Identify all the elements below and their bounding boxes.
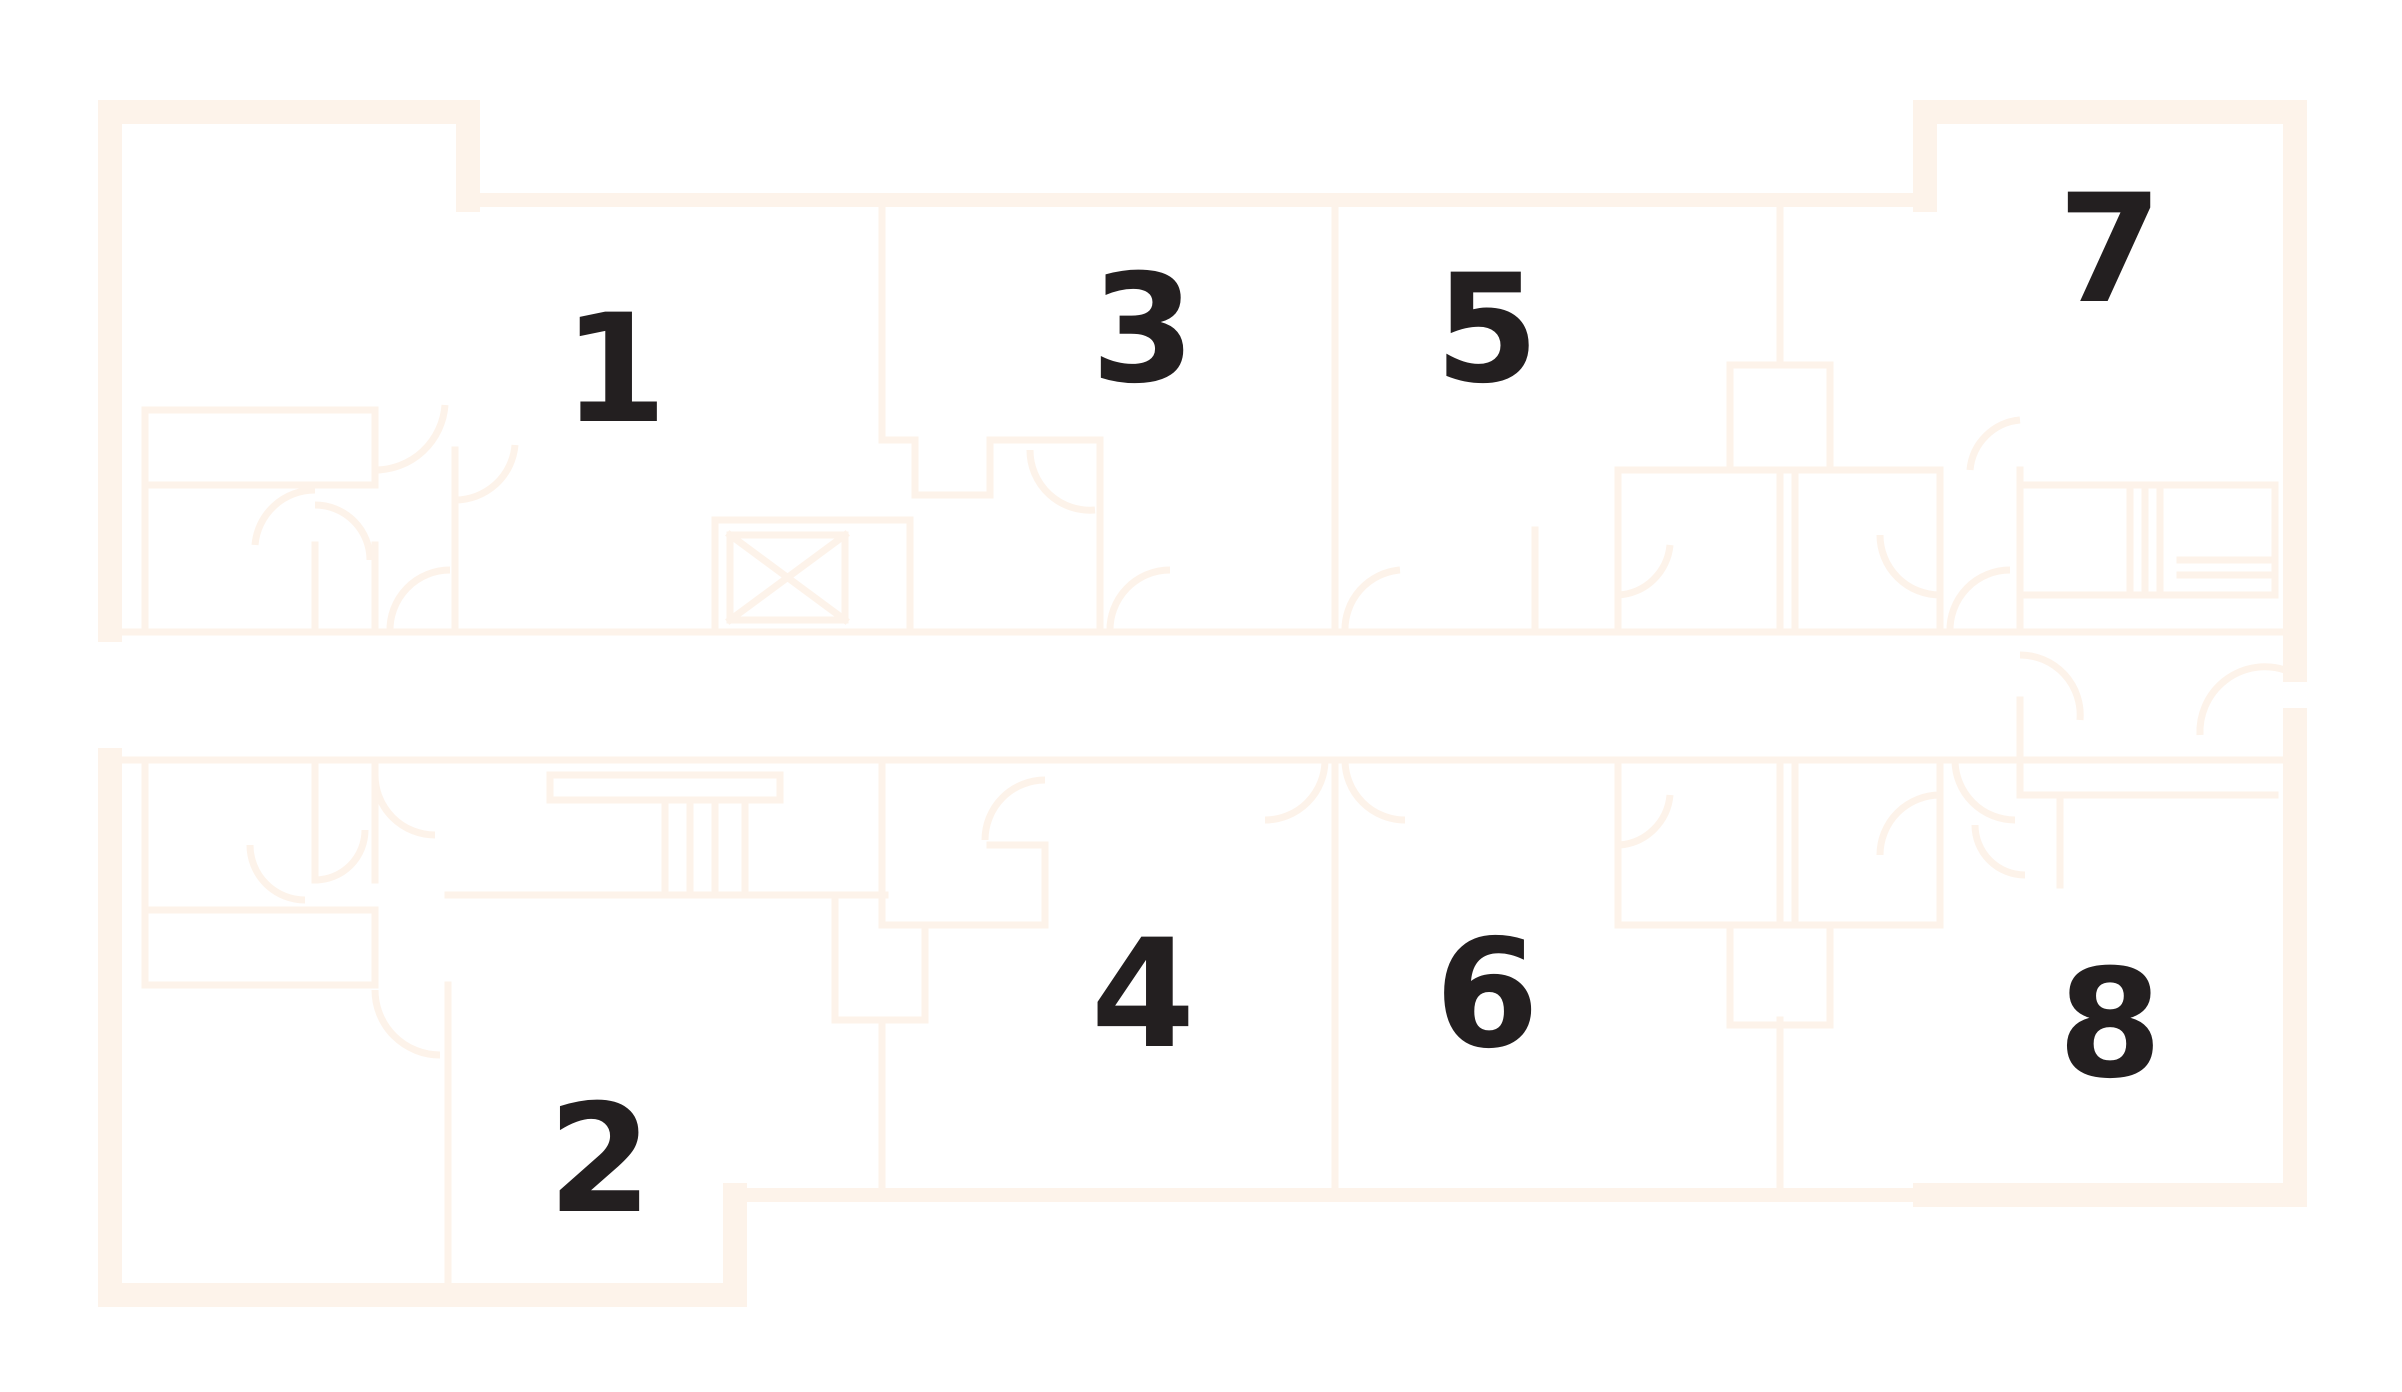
exterior-walls (98, 100, 2307, 1307)
door-6a (1341, 759, 1406, 824)
room-label-8: 8 (2058, 938, 2162, 1112)
door-4a (981, 776, 1046, 841)
bath-5-top (1726, 361, 1834, 474)
bath-4 (878, 756, 1049, 929)
bath-2-a (141, 756, 379, 989)
door-6b (1619, 794, 1674, 849)
elevator-shaft (711, 516, 914, 636)
bath-6-right (1791, 756, 1944, 929)
door-2d (371, 989, 441, 1059)
exterior-wall-sw (98, 748, 747, 1307)
room-label-6: 6 (1435, 908, 1539, 1082)
door-7a (1946, 566, 2011, 633)
room-label-1: 1 (563, 283, 667, 457)
door-2b (246, 844, 306, 904)
room-label-2: 2 (548, 1073, 652, 1247)
interior-walls (118, 201, 2284, 1289)
door-1b (454, 444, 519, 504)
door-3a (1026, 449, 1096, 514)
bath-5-left (1614, 466, 1784, 636)
bath-6-left (1614, 756, 1784, 929)
door-8a (1951, 759, 2016, 824)
doors (246, 404, 2287, 1059)
elevator-cross-b (725, 530, 850, 625)
room-label-7: 7 (2058, 163, 2162, 337)
exterior-wall-se (1913, 708, 2307, 1207)
door-5a (1341, 566, 1401, 633)
door-3b (1106, 566, 1171, 633)
door-4b (1264, 759, 1329, 824)
door-1c (251, 486, 316, 546)
stair-lower (546, 771, 784, 804)
exterior-wall-nw (98, 100, 480, 642)
door-7d (2196, 663, 2287, 736)
bath-4-b (831, 891, 929, 1024)
door-1e (386, 566, 451, 633)
exterior-wall-ne (1913, 100, 2307, 682)
room-label-3: 3 (1091, 243, 1195, 417)
door-8b (1971, 824, 2026, 879)
room-8-wall (2016, 696, 2279, 799)
elevator-car (726, 531, 849, 624)
door-6c (1876, 791, 1941, 856)
door-5c (1876, 534, 1941, 599)
door-5b (1617, 544, 1674, 599)
door-1d (314, 501, 374, 561)
door-7b (1966, 416, 2021, 471)
room-labels: 1 2 3 4 5 6 7 8 (548, 163, 2162, 1247)
bath-3 (878, 436, 1104, 636)
room-label-4: 4 (1091, 908, 1195, 1082)
room-label-5: 5 (1435, 243, 1539, 417)
bath-7-left (1791, 466, 1944, 636)
door-2c (314, 829, 369, 884)
bath-1-a (141, 406, 379, 636)
bath-6-bottom (1726, 921, 1834, 1029)
door-7c (2019, 651, 2084, 721)
door-1a (374, 404, 449, 474)
door-2a (371, 774, 436, 839)
